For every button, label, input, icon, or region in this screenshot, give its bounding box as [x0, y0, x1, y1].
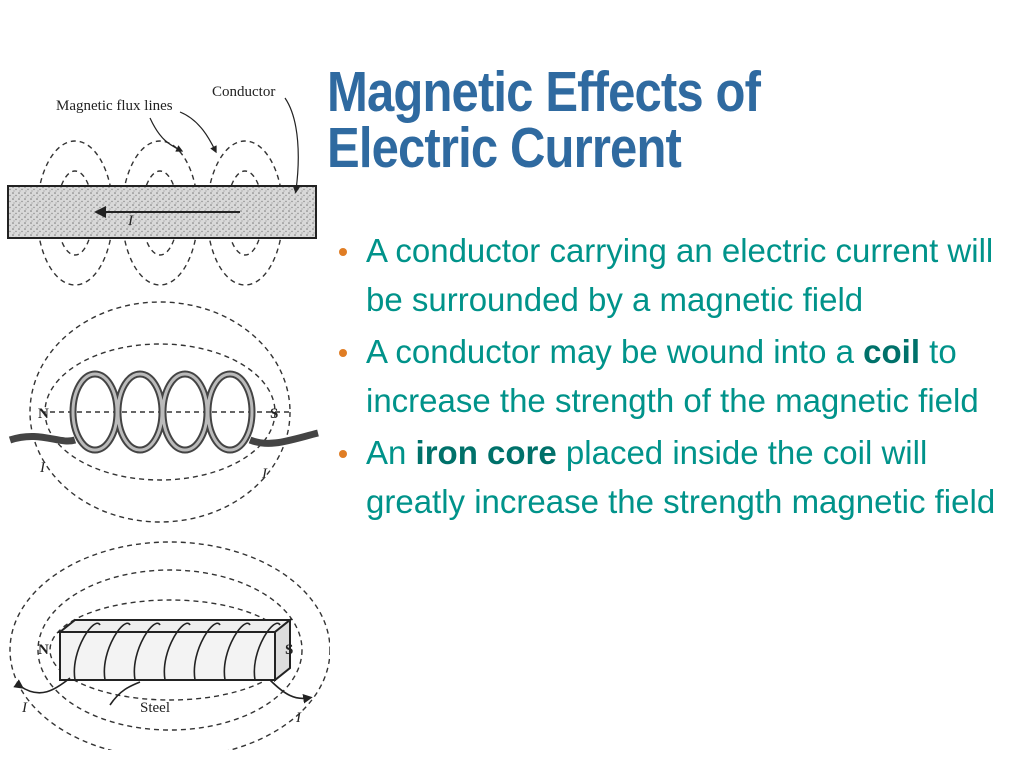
slide-title: Magnetic Effects of Electric Current: [327, 60, 912, 180]
bullet-3-text-before: An: [366, 434, 416, 471]
core-south-label: S: [285, 642, 293, 658]
steel-core: [57, 617, 293, 683]
steel-label: Steel: [140, 700, 170, 716]
coil-diagram: N S I I: [8, 301, 319, 523]
core-current-right: I: [295, 710, 302, 726]
bullet-3-keyword: iron core: [415, 434, 557, 471]
coil-current-left: I: [39, 460, 46, 476]
bullet-3-text-after: placed inside the coil will greatly incr…: [366, 434, 996, 520]
bullet-item-3: An iron core placed inside the coil will…: [330, 428, 1000, 526]
core-north-label: N: [38, 642, 49, 658]
bullet-dot-icon: [339, 450, 347, 458]
bullet-list: A conductor carrying an electric current…: [330, 226, 1000, 529]
bullet-2-text-before: A conductor may be wound into a: [366, 333, 864, 370]
title-line-1: Magnetic Effects of: [327, 60, 761, 124]
bullet-dot-icon: [339, 349, 347, 357]
coil-south-label: S: [270, 406, 278, 422]
bullet-2-keyword: coil: [863, 333, 921, 370]
current-label-top: I: [127, 213, 134, 229]
magnetic-field-diagrams: I Magnetic flux lines Conductor: [7, 84, 330, 750]
title-line-2: Electric Current: [327, 116, 682, 180]
bullet-dot-icon: [339, 248, 347, 256]
bullet-2-text-after: to increase the strength of the magnetic…: [366, 333, 979, 419]
straight-conductor-diagram: I Magnetic flux lines Conductor: [7, 84, 317, 286]
iron-core-diagram: N S Steel I I: [9, 541, 330, 750]
coil-north-label: N: [38, 406, 49, 422]
flux-lines-label: Magnetic flux lines: [56, 98, 173, 114]
conductor-label: Conductor: [212, 84, 275, 100]
bullet-item-1: A conductor carrying an electric current…: [330, 226, 1000, 324]
core-current-left: I: [21, 700, 28, 716]
bullet-1-text: A conductor carrying an electric current…: [366, 232, 994, 318]
coil-current-right: I: [261, 466, 268, 482]
bullet-item-2: A conductor may be wound into a coil to …: [330, 327, 1000, 425]
